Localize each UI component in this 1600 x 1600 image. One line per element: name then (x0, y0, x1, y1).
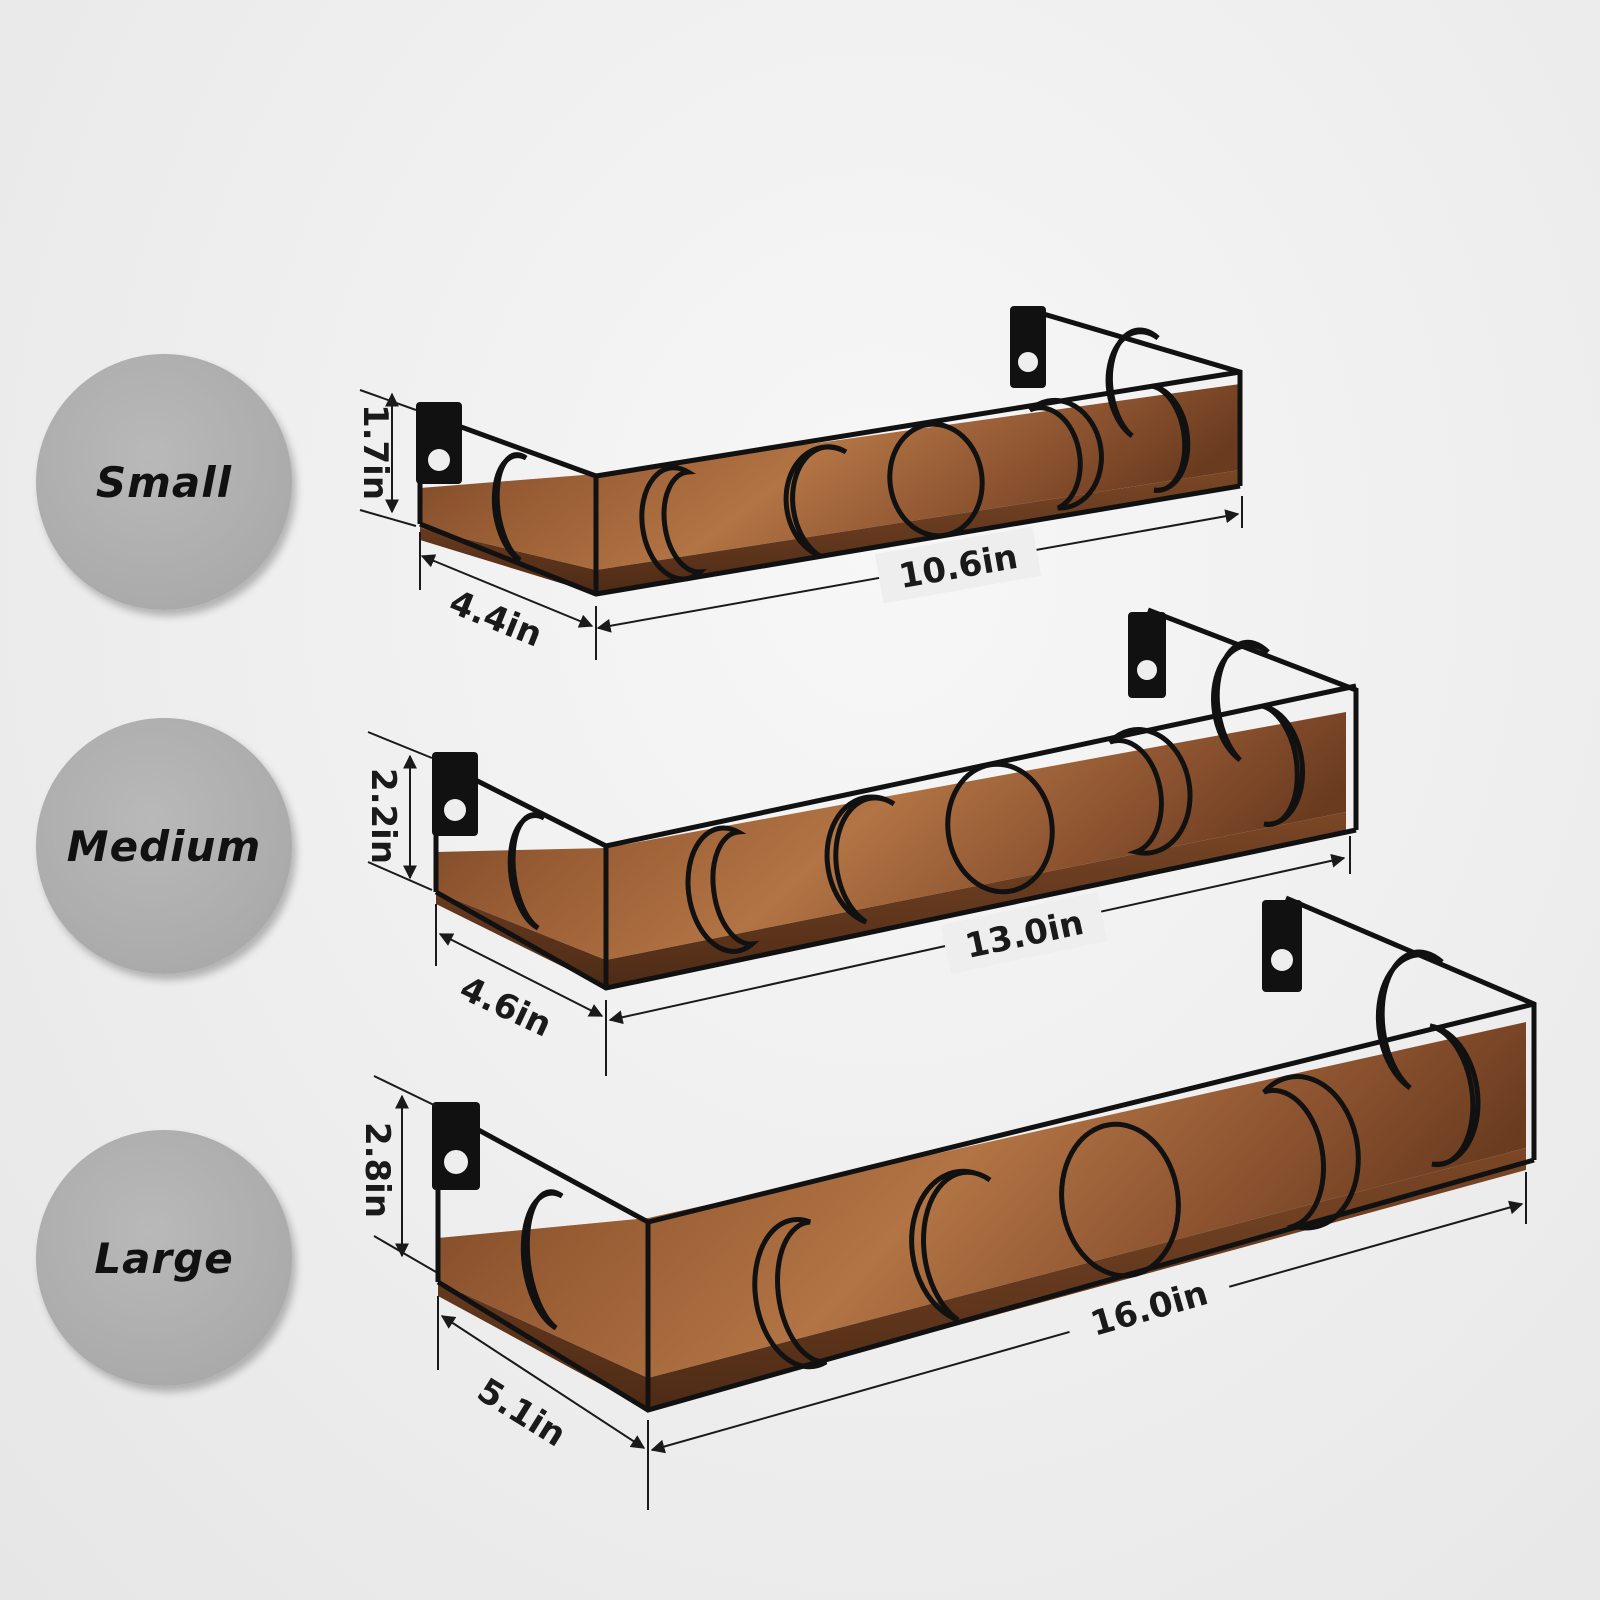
crescent-moon-icon (507, 812, 546, 931)
crescent-moon-icon (1028, 397, 1104, 511)
height-label-small: 1.7in (355, 404, 395, 500)
mounting-bracket-icon (1128, 612, 1166, 698)
size-label-small: Small (95, 457, 233, 507)
size-label-medium: Medium (66, 821, 262, 871)
crescent-moon-icon (1105, 327, 1160, 439)
depth-label-small: 4.4in (444, 582, 548, 655)
size-badge-large: Large (36, 1130, 292, 1386)
crescent-moon-icon (1429, 1023, 1481, 1168)
depth-label-large: 5.1in (470, 1370, 573, 1455)
mounting-bracket-icon (1010, 306, 1046, 388)
size-badge-medium: Medium (36, 718, 292, 974)
crescent-moon-icon (1375, 949, 1444, 1091)
crescent-moon-icon (1151, 383, 1191, 493)
height-label-large: 2.8in (357, 1122, 397, 1218)
shelf-small: 10.6in 4.4in 1.7in (355, 306, 1243, 660)
mounting-bracket-icon (432, 1102, 480, 1190)
shelf-large: 16.0in 5.1in 2.8in (357, 895, 1537, 1510)
crescent-moon-icon (1261, 703, 1306, 828)
size-badge-small: Small (36, 354, 292, 610)
mounting-bracket-icon (432, 752, 478, 836)
size-label-large: Large (94, 1233, 234, 1283)
height-label-medium: 2.2in (363, 768, 403, 864)
mounting-bracket-icon (416, 402, 462, 484)
crescent-moon-icon (1108, 727, 1193, 856)
crescent-moon-icon (1211, 639, 1270, 763)
depth-label-medium: 4.6in (454, 968, 558, 1045)
shelf-medium: 13.0in 4.6in 2.2in (363, 607, 1359, 1076)
mounting-bracket-icon (1262, 900, 1302, 992)
